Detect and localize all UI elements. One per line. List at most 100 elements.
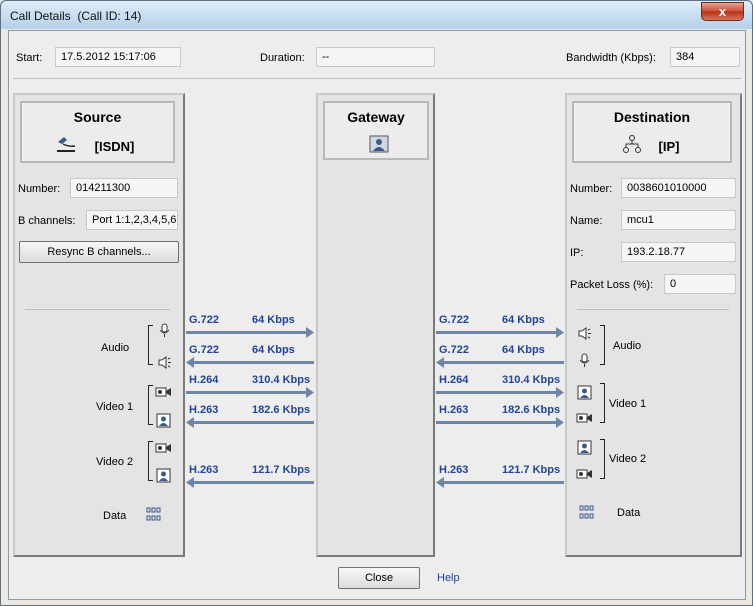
destination-type: [IP] <box>658 139 680 154</box>
bchannels-field: Port 1:1,2,3,4,5,6 <box>86 210 178 230</box>
arrow-right-icon <box>436 387 564 398</box>
isdn-icon <box>57 137 76 152</box>
source-type: [ISDN] <box>94 139 135 154</box>
destination-video2-bracket <box>600 439 605 479</box>
stream-codec: H.263 <box>439 464 469 476</box>
destination-divider <box>577 309 729 310</box>
source-number-field: 014211300 <box>70 178 178 198</box>
gateway-icon <box>369 135 389 153</box>
video-camera-icon <box>576 469 592 479</box>
stream-bitrate: 64 Kbps <box>252 314 295 326</box>
destination-audio-bracket <box>600 325 605 365</box>
microphone-icon <box>579 353 590 367</box>
source-number-label: Number: <box>18 183 61 195</box>
stream-codec: G.722 <box>189 314 219 326</box>
destination-panel: Destination [IP] Number: 0038601010000 N… <box>565 93 742 557</box>
speaker-icon <box>578 327 591 340</box>
speaker-icon <box>158 356 171 369</box>
help-link[interactable]: Help <box>437 572 460 584</box>
destination-video2-label: Video 2 <box>609 453 647 465</box>
destination-header: Destination [IP] <box>572 101 732 163</box>
arrow-left-icon <box>186 357 314 368</box>
data-icon <box>579 505 594 519</box>
video-display-icon <box>156 413 171 428</box>
destination-ip-field: 193.2.18.77 <box>621 242 736 262</box>
bandwidth-label: Bandwidth (Kbps): <box>566 52 656 64</box>
stream-codec: G.722 <box>189 344 219 356</box>
stream-bitrate: 182.6 Kbps <box>252 404 311 416</box>
window-title: Call Details (Call ID: 14) <box>10 9 142 23</box>
stream-bitrate: 182.6 Kbps <box>502 404 561 416</box>
source-video2-label: Video 2 <box>96 456 134 468</box>
destination-video1-label: Video 1 <box>609 398 647 410</box>
client-area: Start: 17.5.2012 15:17:06 Duration: -- B… <box>8 30 746 600</box>
arrow-left-icon <box>436 477 564 488</box>
source-audio-label: Audio <box>101 342 130 354</box>
source-video1-label: Video 1 <box>96 401 134 413</box>
packet-loss-field: 0 <box>664 274 736 294</box>
stream-codec: H.263 <box>439 404 469 416</box>
destination-number-field: 0038601010000 <box>621 178 736 198</box>
destination-title: Destination <box>613 109 691 125</box>
duration-label: Duration: <box>260 52 305 64</box>
source-panel: Source [ISDN] Number: 014211300 B channe… <box>13 93 185 557</box>
microphone-icon <box>159 323 170 337</box>
packet-loss-label: Packet Loss (%): <box>570 279 654 291</box>
close-button[interactable]: Close <box>338 567 420 589</box>
stream-bitrate: 310.4 Kbps <box>252 374 311 386</box>
arrow-right-icon <box>436 417 564 428</box>
gateway-header: Gateway <box>323 101 429 160</box>
source-audio-bracket <box>148 325 153 365</box>
window-close-button[interactable]: x <box>701 2 744 21</box>
arrow-left-icon <box>436 357 564 368</box>
destination-ip-label: IP: <box>570 247 584 259</box>
video-display-icon <box>577 385 592 400</box>
gateway-title: Gateway <box>347 109 405 125</box>
arrow-left-icon <box>186 477 314 488</box>
header-divider <box>13 78 741 79</box>
arrow-left-icon <box>186 417 314 428</box>
start-field: 17.5.2012 15:17:06 <box>55 47 181 67</box>
stream-bitrate: 64 Kbps <box>502 344 545 356</box>
stream-codec: G.722 <box>439 314 469 326</box>
resync-bchannels-button[interactable]: Resync B channels... <box>19 241 179 263</box>
stream-bitrate: 121.7 Kbps <box>252 464 311 476</box>
duration-field: -- <box>316 47 435 67</box>
stream-codec: H.264 <box>189 374 219 386</box>
destination-video1-bracket <box>600 383 605 423</box>
video-display-icon <box>577 440 592 455</box>
stream-bitrate: 64 Kbps <box>502 314 545 326</box>
source-header: Source [ISDN] <box>20 101 175 163</box>
stream-codec: H.263 <box>189 464 219 476</box>
title-bar: Call Details (Call ID: 14) x <box>1 1 752 29</box>
destination-name-label: Name: <box>570 215 603 227</box>
stream-codec: G.722 <box>439 344 469 356</box>
stream-bitrate: 64 Kbps <box>252 344 295 356</box>
arrow-right-icon <box>186 327 314 338</box>
stream-codec: H.263 <box>189 404 219 416</box>
start-label: Start: <box>16 52 43 64</box>
data-icon <box>146 507 161 521</box>
arrow-right-icon <box>186 387 314 398</box>
video-display-icon <box>156 468 171 483</box>
video-camera-icon <box>155 443 171 453</box>
bandwidth-field: 384 <box>670 47 740 67</box>
arrow-right-icon <box>436 327 564 338</box>
destination-audio-label: Audio <box>613 340 642 352</box>
source-divider <box>25 309 170 310</box>
source-video1-bracket <box>148 385 153 425</box>
destination-data-label: Data <box>617 507 641 519</box>
destination-name-field: mcu1 <box>621 210 736 230</box>
stream-codec: H.264 <box>439 374 469 386</box>
source-title: Source <box>73 109 122 125</box>
gateway-panel: Gateway <box>316 93 435 557</box>
video-camera-icon <box>576 413 592 423</box>
source-video2-bracket <box>148 441 153 481</box>
source-data-label: Data <box>103 510 127 522</box>
destination-number-label: Number: <box>570 183 613 195</box>
video-camera-icon <box>155 387 171 397</box>
bchannels-label: B channels: <box>18 215 76 227</box>
ip-network-icon <box>623 135 641 153</box>
stream-bitrate: 310.4 Kbps <box>502 374 561 386</box>
